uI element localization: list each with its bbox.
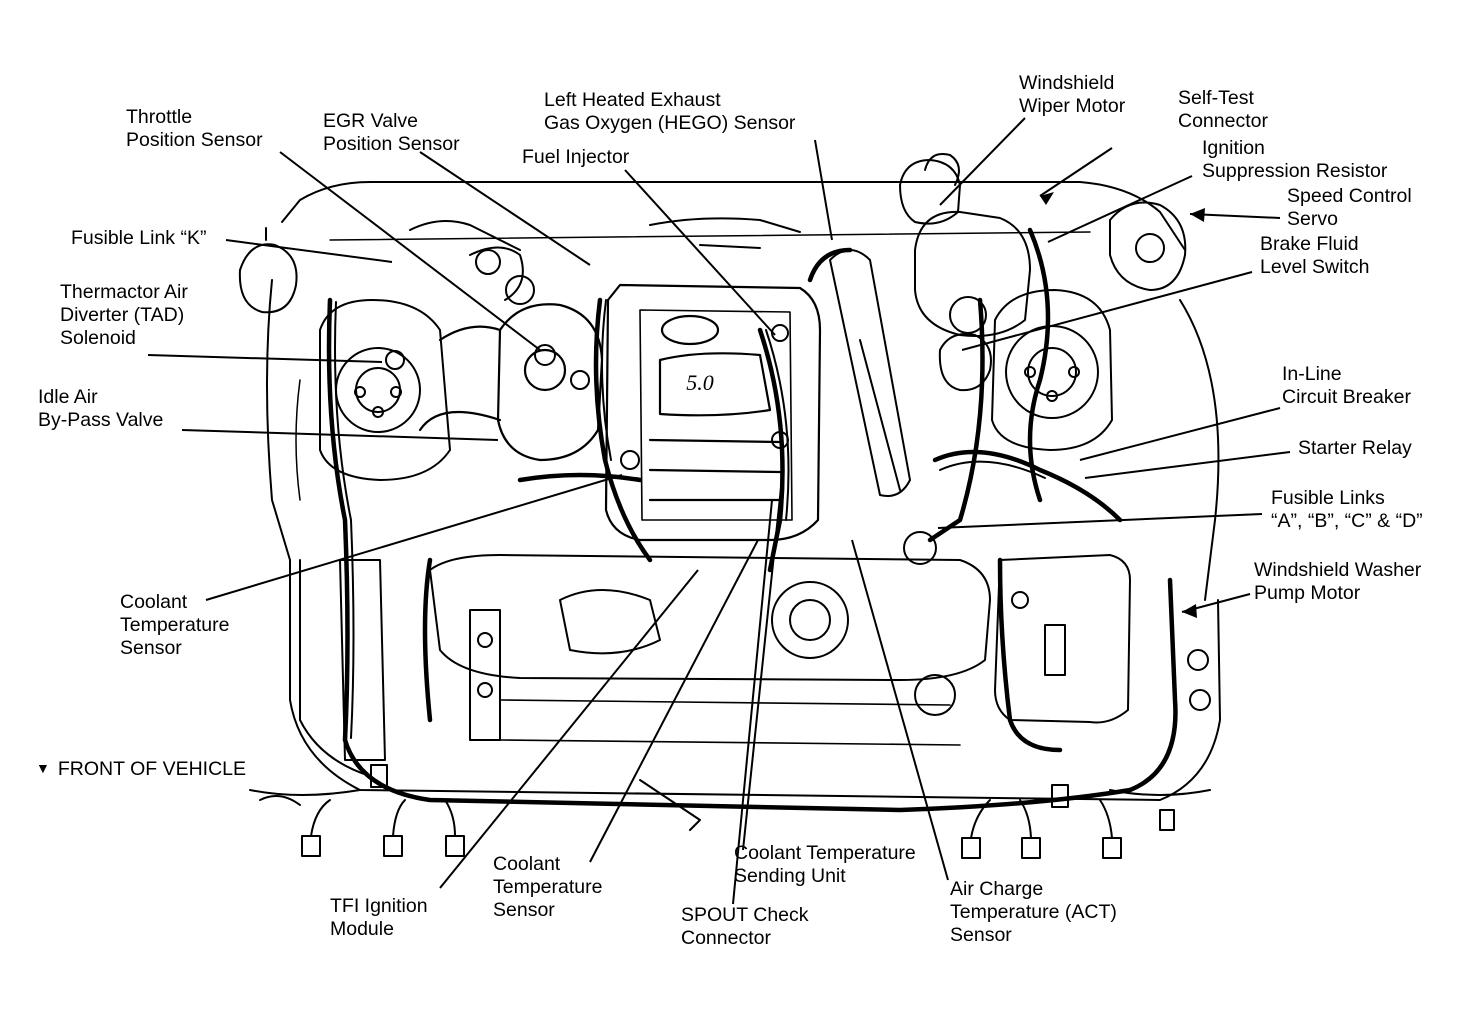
arrow-down-icon: ▼: [36, 760, 50, 776]
label-fusible-link-k: Fusible Link “K”: [71, 227, 207, 249]
label-fusible-links-abcd: Fusible Links“A”, “B”, “C” & “D”: [1271, 487, 1423, 532]
engine-badge: 5.0: [686, 370, 714, 395]
front-of-vehicle-label: ▼ FRONT OF VEHICLE: [36, 758, 246, 781]
harness-connectors-right: [961, 784, 1175, 859]
wiring-harness-thin: [249, 299, 1211, 831]
label-fuel-injector: Fuel Injector: [522, 146, 630, 168]
wiper-motor-shape: [899, 153, 961, 225]
leader-lines: [147, 117, 1291, 905]
left-support: [339, 559, 501, 761]
intake-manifold: [604, 283, 822, 542]
brake-booster: [914, 210, 1031, 392]
label-starter-relay: Starter Relay: [1298, 437, 1412, 459]
compartment-outline: [266, 181, 1221, 801]
front-of-vehicle-text: FRONT OF VEHICLE: [57, 758, 247, 780]
hoses: [385, 217, 937, 565]
speed-control-servo-shape: [1109, 201, 1187, 291]
air-duct: [829, 249, 911, 497]
washer-reservoir: [994, 554, 1211, 724]
left-strut-tower: [238, 227, 451, 481]
arrowheads: [1040, 192, 1205, 618]
harness-connectors-left: [259, 764, 465, 857]
front-structure: [429, 554, 991, 746]
